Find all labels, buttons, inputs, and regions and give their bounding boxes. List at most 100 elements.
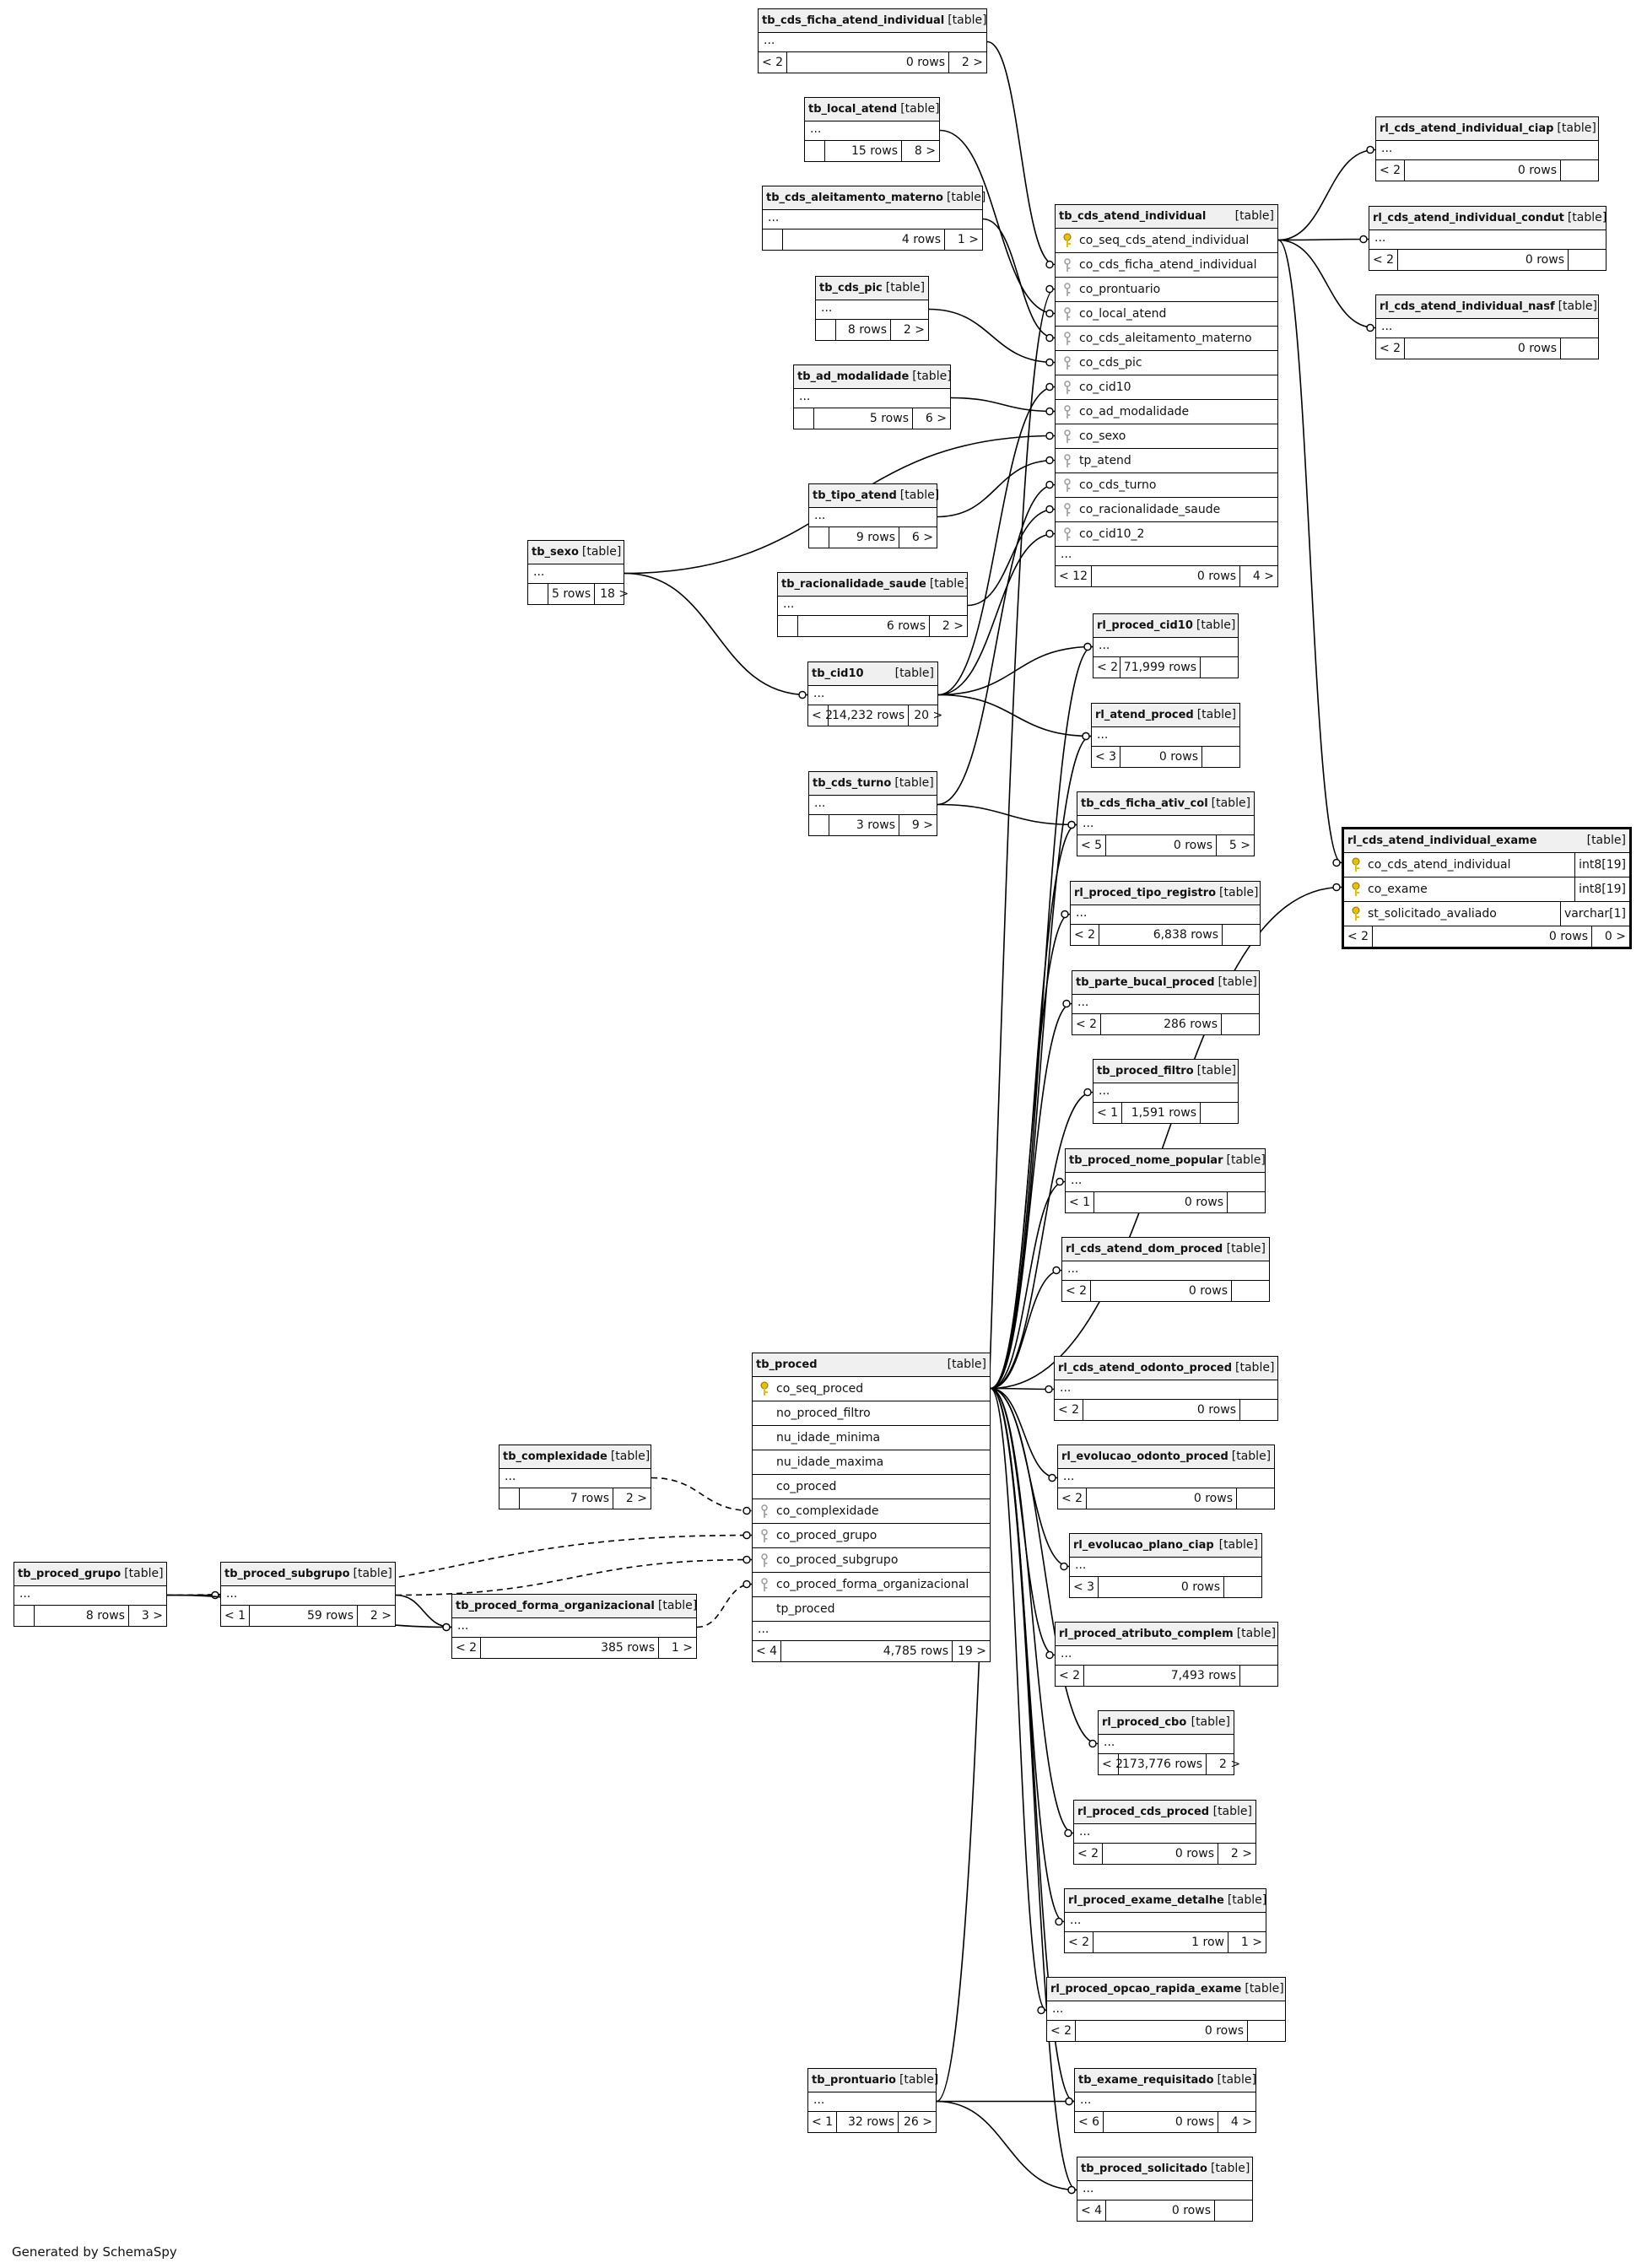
children-count[interactable] [1224,1577,1261,1597]
table-name[interactable]: tb_proced_grupo [18,1568,122,1580]
table-rl-cds-atend-individual-ciap[interactable]: rl_cds_atend_individual_ciap[table]...< … [1375,116,1599,181]
parents-count[interactable]: < 6 [1075,2112,1104,2132]
table-name[interactable]: rl_proced_opcao_rapida_exame [1050,1983,1242,1995]
table-name[interactable]: tb_prontuario [812,2074,896,2087]
table-name[interactable]: rl_proced_cbo [1102,1716,1187,1729]
parents-count[interactable]: < 2 [1047,2021,1077,2041]
children-count[interactable]: 2 > [1230,1847,1252,1860]
table-name[interactable]: tb_proced_filtro [1097,1065,1194,1077]
children-count[interactable] [1215,2200,1252,2221]
column-row[interactable]: co_complexidade [753,1499,990,1524]
parents-count[interactable]: < 2 [1074,1844,1104,1864]
children-count[interactable]: 6 > [925,412,947,425]
parents-count[interactable] [809,815,829,835]
table-name[interactable]: rl_evolucao_plano_ciap [1073,1539,1214,1552]
children-count[interactable] [1248,2021,1285,2041]
parents-count[interactable]: < 2 [1056,1666,1085,1686]
table-header[interactable]: tb_cid10[table] [808,662,937,686]
children-count[interactable]: 1 > [671,1641,693,1655]
table-rl-cds-atend-individual-nasf[interactable]: rl_cds_atend_individual_nasf[table]...< … [1375,294,1599,359]
children-count[interactable]: 19 > [958,1644,986,1658]
children-count[interactable] [1240,1666,1277,1686]
children-count[interactable] [1561,338,1598,359]
children-count[interactable] [1223,925,1260,945]
column-row[interactable]: co_proced_subgrupo [753,1548,990,1573]
children-count[interactable] [1201,657,1238,678]
table-header[interactable]: tb_cds_ficha_atend_individual[table] [759,9,987,33]
children-count[interactable] [1569,250,1606,270]
table-name[interactable]: tb_cid10 [812,667,864,680]
parents-count[interactable] [794,408,814,429]
table-tb-cds-aleitamento-materno[interactable]: tb_cds_aleitamento_materno[table]...4 ro… [762,186,986,251]
table-name[interactable]: tb_cds_pic [819,282,883,294]
table-name[interactable]: rl_proced_cid10 [1097,619,1193,632]
table-name[interactable]: tb_cds_ficha_atend_individual [762,14,945,27]
table-name[interactable]: tb_proced_solicitado [1081,2163,1207,2175]
children-count[interactable]: 6 > [911,531,933,544]
table-name[interactable]: rl_proced_atributo_complem [1059,1628,1234,1640]
parents-count[interactable]: < 1 [1066,1192,1095,1212]
parents-count[interactable]: < 1 [221,1606,251,1626]
parents-count[interactable]: < 4 [753,1641,782,1661]
table-name[interactable]: tb_cds_turno [813,777,892,790]
column-row[interactable]: co_ad_modalidade [1056,400,1277,424]
children-count[interactable]: 1 > [1240,1936,1262,1949]
table-name[interactable]: rl_cds_atend_individual_condut [1373,212,1564,224]
table-tb-cds-atend-individual[interactable]: tb_cds_atend_individual[table]co_seq_cds… [1055,204,1278,587]
column-row[interactable]: co_cid10 [1056,375,1277,400]
table-header[interactable]: tb_proced_solicitado[table] [1077,2157,1252,2181]
children-count[interactable]: 8 > [914,144,936,158]
parents-count[interactable] [528,584,548,604]
table-header[interactable]: tb_prontuario[table] [808,2069,938,2092]
children-count[interactable] [1561,160,1598,181]
column-row[interactable]: co_seq_proced [753,1377,990,1401]
table-header[interactable]: rl_evolucao_odonto_proced[table] [1058,1445,1274,1469]
table-name[interactable]: rl_cds_atend_odonto_proced [1058,1362,1233,1374]
parents-count[interactable]: < 3 [1092,747,1121,767]
parents-count[interactable]: < 5 [1077,835,1107,856]
parents-count[interactable]: < 2 [1376,160,1406,181]
table-header[interactable]: tb_tipo_atend[table] [809,484,939,508]
table-tb-proced-forma-organizacional[interactable]: tb_proced_forma_organizacional[table]...… [451,1594,697,1659]
children-count[interactable]: 2 > [370,1609,392,1623]
parents-count[interactable] [778,616,798,636]
column-row[interactable]: no_proced_filtro [753,1401,990,1426]
parents-count[interactable]: < 2 [1058,1488,1088,1509]
parents-count[interactable]: < 2 [1376,338,1406,359]
parents-count[interactable]: < 2 [1369,250,1399,270]
table-name[interactable]: rl_proced_exame_detalhe [1068,1894,1224,1907]
table-name[interactable]: tb_sexo [532,546,579,559]
table-header[interactable]: rl_cds_atend_odonto_proced[table] [1055,1357,1277,1380]
table-header[interactable]: rl_cds_atend_individual_nasf[table] [1376,295,1598,319]
parents-count[interactable]: < 2 [1062,1281,1092,1301]
table-header[interactable]: tb_cds_pic[table] [816,277,928,300]
children-count[interactable]: 2 > [625,1492,647,1505]
parents-count[interactable] [805,141,825,161]
column-row[interactable]: nu_idade_minima [753,1426,990,1450]
column-row[interactable]: tp_atend [1056,449,1277,473]
parents-count[interactable] [809,527,829,548]
parents-count[interactable]: < 2 [1071,925,1100,945]
table-header[interactable]: rl_evolucao_plano_ciap[table] [1070,1534,1261,1558]
parents-count[interactable]: < 2 [1344,926,1374,947]
table-name[interactable]: tb_complexidade [503,1450,608,1463]
table-header[interactable]: tb_local_atend[table] [805,98,940,122]
table-tb-cds-ficha-atend-individual[interactable]: tb_cds_ficha_atend_individual[table]...<… [758,8,987,73]
table-header[interactable]: rl_cds_atend_individual_ciap[table] [1376,117,1598,141]
table-header[interactable]: rl_proced_tipo_registro[table] [1071,882,1260,905]
column-row[interactable]: co_cds_aleitamento_materno [1056,327,1277,351]
